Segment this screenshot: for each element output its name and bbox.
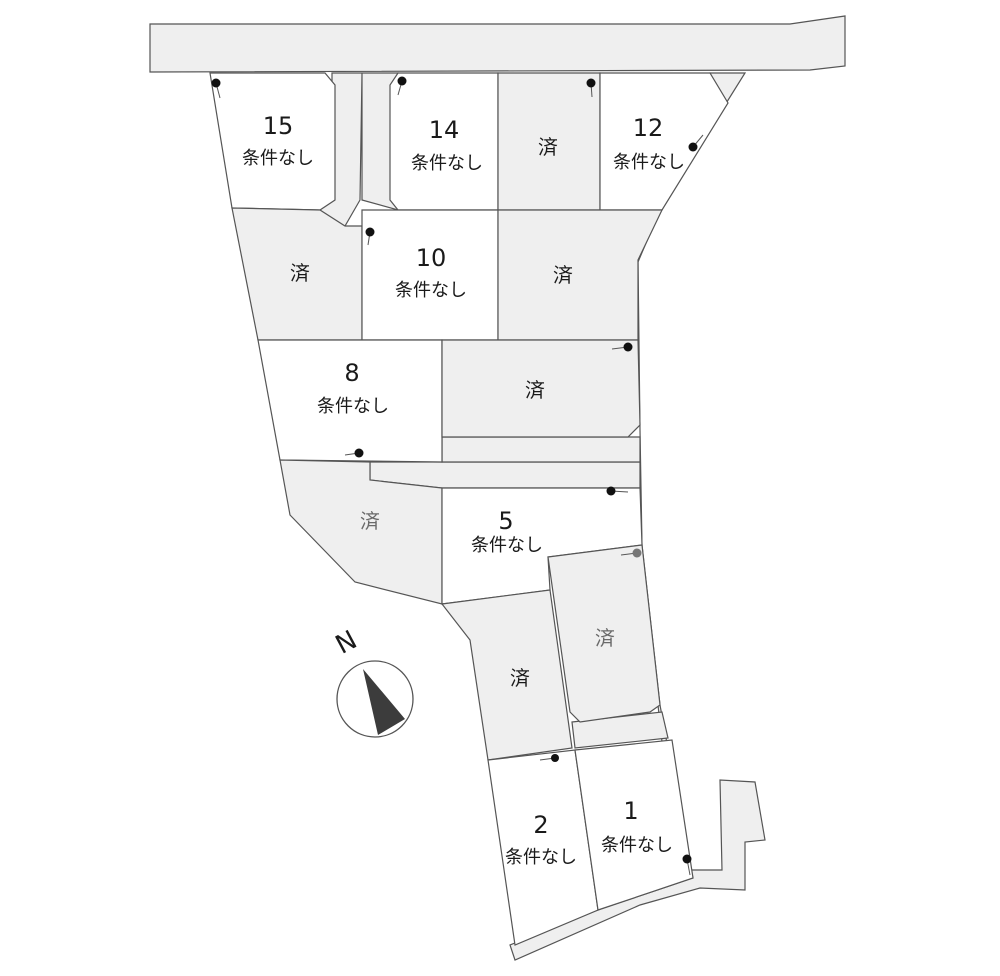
center-strip — [441, 436, 641, 463]
lot-14-condition: 条件なし — [411, 153, 483, 174]
lot-4-status: 済 — [595, 626, 615, 650]
boundary-marker-dot — [682, 854, 692, 864]
lot-14-number: 14 — [429, 116, 460, 144]
boundary-marker-dot — [623, 342, 633, 352]
lot-15[interactable] — [209, 72, 336, 211]
lot-labels: 15 条件なし 14 条件なし 済 12 条件なし 済 10 条件なし 済 8 … — [242, 112, 685, 868]
lot-2-number: 2 — [533, 811, 548, 839]
lots — [209, 72, 729, 946]
lot-3[interactable] — [440, 589, 573, 761]
boundary-marker-dot — [632, 548, 642, 558]
boundary-marker-dot — [211, 78, 221, 88]
boundary-marker-dot — [551, 754, 559, 762]
lot-8[interactable] — [257, 339, 443, 463]
top-road — [149, 15, 846, 73]
lot-15-number: 15 — [263, 112, 294, 140]
lot-5-condition: 条件なし — [471, 535, 543, 556]
lot-1-condition: 条件なし — [601, 835, 673, 856]
roads — [149, 15, 846, 961]
lot-8-condition: 条件なし — [317, 396, 389, 417]
lot-13-status: 済 — [538, 135, 558, 159]
boundary-marker-dot — [586, 78, 596, 88]
boundary-marker-dot — [606, 486, 616, 496]
compass-north-label: N — [331, 625, 362, 661]
lot-8-number: 8 — [344, 359, 359, 387]
lot-1[interactable] — [574, 739, 694, 911]
boundary-markers — [211, 76, 704, 876]
lot-11-status: 済 — [290, 261, 310, 285]
lot-7-status: 済 — [525, 378, 545, 402]
lot-10[interactable] — [361, 209, 499, 341]
lot-7[interactable] — [441, 339, 641, 438]
lot-15-condition: 条件なし — [242, 148, 314, 169]
south-strip — [571, 711, 669, 749]
lot-10-number: 10 — [416, 244, 447, 272]
lot-12-condition: 条件なし — [613, 152, 685, 173]
lot-12-number: 12 — [633, 114, 664, 142]
boundary-marker-dot — [397, 76, 407, 86]
lot-9-status: 済 — [553, 263, 573, 287]
compass-needle-icon — [363, 669, 405, 735]
lot-12[interactable] — [599, 72, 729, 211]
lot-10-condition: 条件なし — [395, 280, 467, 301]
boundary-marker-dot — [688, 142, 698, 152]
boundary-marker-dot — [354, 448, 364, 458]
lot-4[interactable] — [547, 544, 661, 723]
boundary-marker-dot — [365, 227, 375, 237]
lot-3-status: 済 — [510, 666, 530, 690]
lot-2-condition: 条件なし — [505, 847, 577, 868]
lot-9[interactable] — [497, 209, 663, 341]
compass: N — [331, 625, 414, 738]
lot-6-status: 済 — [360, 509, 380, 533]
lot-5-number: 5 — [498, 507, 513, 535]
lot-1-number: 1 — [623, 797, 638, 825]
